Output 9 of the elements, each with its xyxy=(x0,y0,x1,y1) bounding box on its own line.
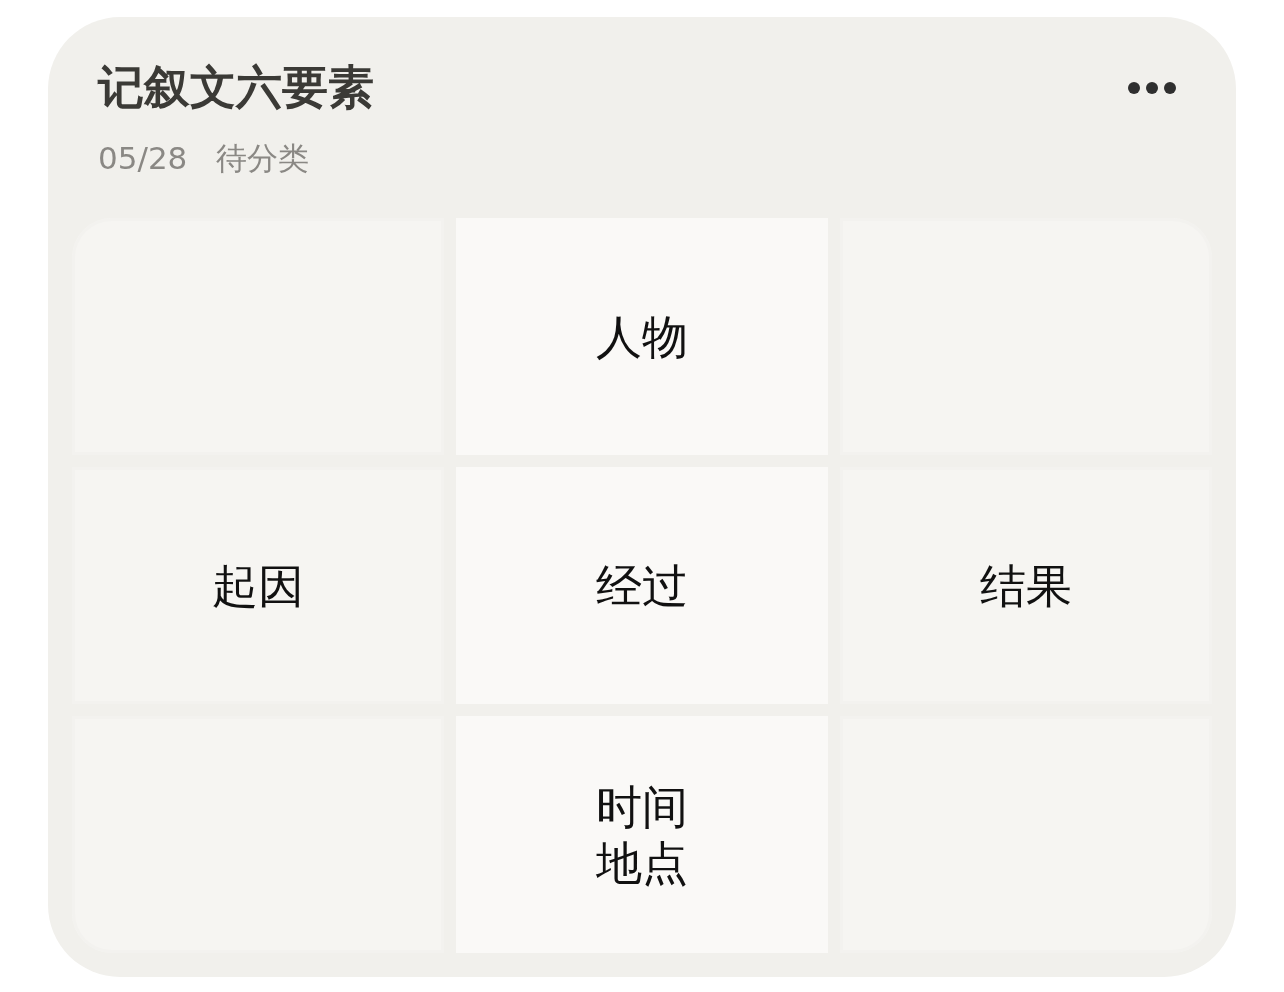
category-text: 待分类 xyxy=(216,139,309,178)
element-label: 结果 xyxy=(980,557,1072,614)
element-label: 地点 xyxy=(596,834,688,891)
card-title: 记叙文六要素 xyxy=(98,59,374,116)
date-text: 05/28 xyxy=(98,139,188,178)
element-label: 时间 xyxy=(596,778,688,835)
element-label: 经过 xyxy=(596,557,688,614)
element-label: 起因 xyxy=(212,557,304,614)
element-label: 人物 xyxy=(596,308,688,365)
